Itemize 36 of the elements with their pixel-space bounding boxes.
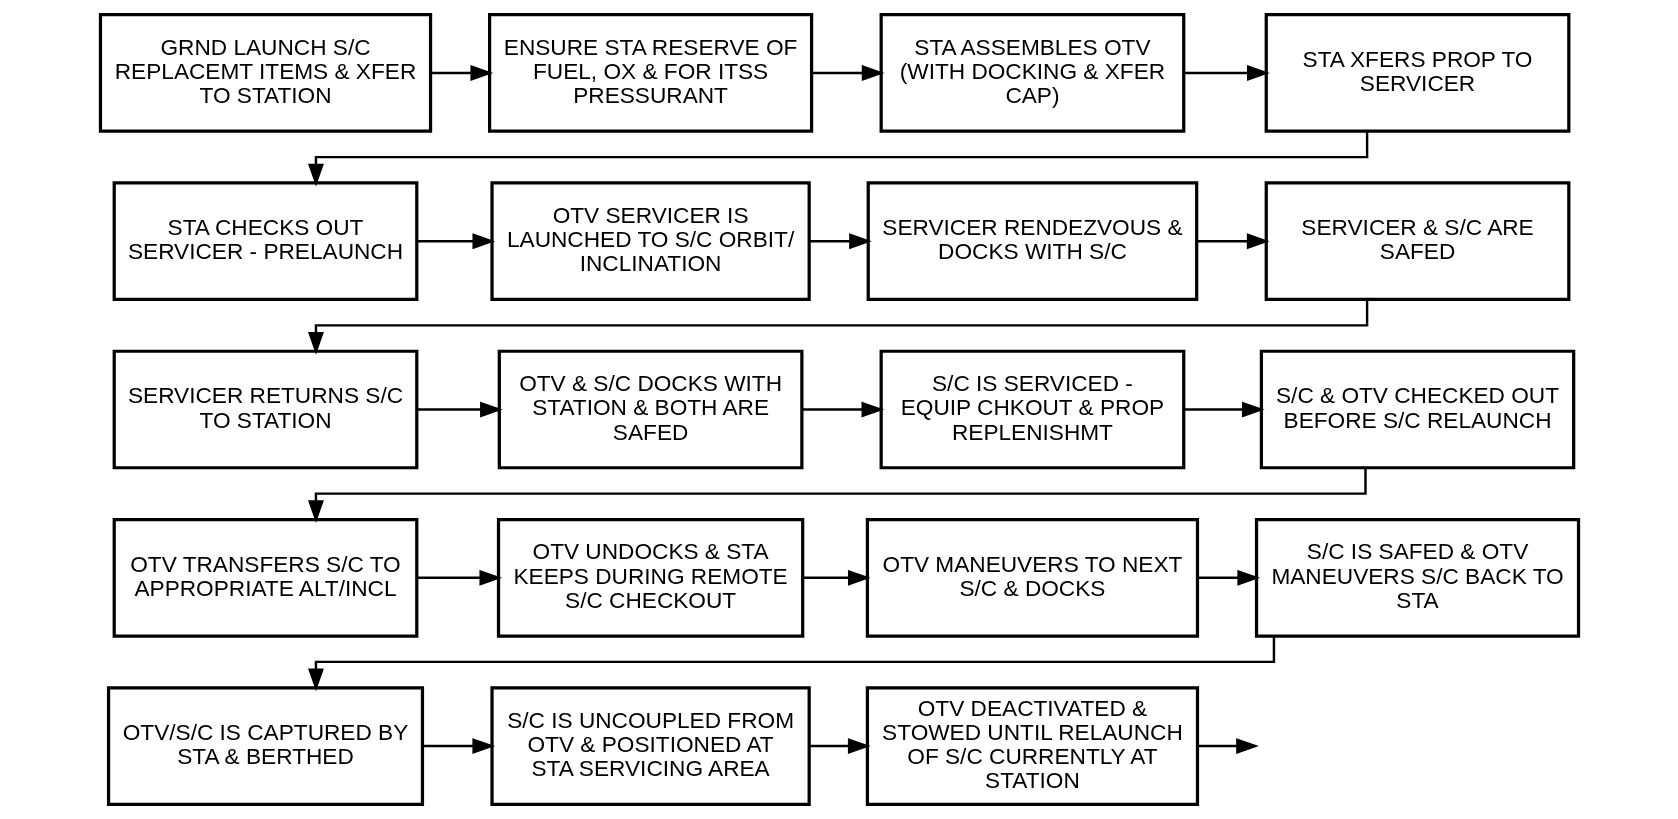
node-box: STA XFERS PROP TO SERVICER [1264, 13, 1570, 133]
node-box: S/C IS SAFED & OTV MANEUVERS S/C BACK TO STA [1254, 517, 1580, 638]
arrow [1197, 569, 1260, 586]
arrow [307, 131, 1368, 187]
arrow [416, 233, 495, 250]
node-box: OTV MANEUVERS TO NEXT S/C & DOCKS [865, 517, 1199, 638]
node-box: OTV & S/C DOCKS WITH STATION & BOTH ARE SAFED [497, 349, 803, 470]
node-box: OTV UNDOCKS & STA KEEPS DURING REMOTE S/C CHECKOUT [496, 517, 804, 638]
arrow [802, 569, 871, 586]
arrow [1183, 65, 1270, 81]
arrow [808, 738, 871, 754]
node-box: ENSURE STA RESERVE OF FUEL, OX & FOR ITSS PRESSURANT [487, 13, 813, 133]
arrow [811, 65, 884, 81]
node-box: SERVICER & S/C ARE SAFED [1264, 181, 1570, 302]
node-box: STA ASSEMBLES OTV (WITH DOCKING & XFER CAP) [879, 13, 1185, 133]
node-box: GRND LAUNCH S/C REPLACEMT ITEMS & XFER TO STATION [98, 13, 432, 133]
node-box: OTV TRANSFERS S/C TO APPROPRIATE ALT/INCL [112, 517, 418, 638]
arrow [416, 569, 502, 586]
arrow [416, 401, 503, 418]
arrow [1183, 401, 1265, 418]
arrow [307, 299, 1368, 355]
node-box: OTV DEACTIVATED & STOWED UNTIL RELAUNCH OF S/C CURRENTLY AT STATION [865, 686, 1199, 806]
node-box: STA CHECKS OUT SERVICER - PRELAUNCH [112, 181, 418, 302]
node-box: SERVICER RETURNS S/C TO STATION [112, 349, 418, 470]
node-box: OTV/S/C IS CAPTURED BY STA & BERTHED [106, 686, 424, 806]
node-box: OTV SERVICER IS LAUNCHED TO S/C ORBIT/ INCLINATION [489, 181, 811, 302]
node-box: S/C IS SERVICED - EQUIP CHKOUT & PROP REPLENISHMT [879, 349, 1185, 470]
node-box: SERVICER RENDEZVOUS & DOCKS WITH S/C [866, 181, 1198, 302]
arrow [801, 401, 884, 418]
arrow [1196, 233, 1270, 250]
node-box: S/C IS UNCOUPLED FROM OTV & POSITIONED AT STA SERVICING AREA [489, 686, 811, 806]
arrow [430, 65, 493, 81]
node-box: S/C & OTV CHECKED OUT BEFORE S/C RELAUNCH [1259, 349, 1575, 470]
arrow [422, 738, 495, 754]
arrow [1197, 738, 1259, 754]
arrow [808, 233, 872, 250]
